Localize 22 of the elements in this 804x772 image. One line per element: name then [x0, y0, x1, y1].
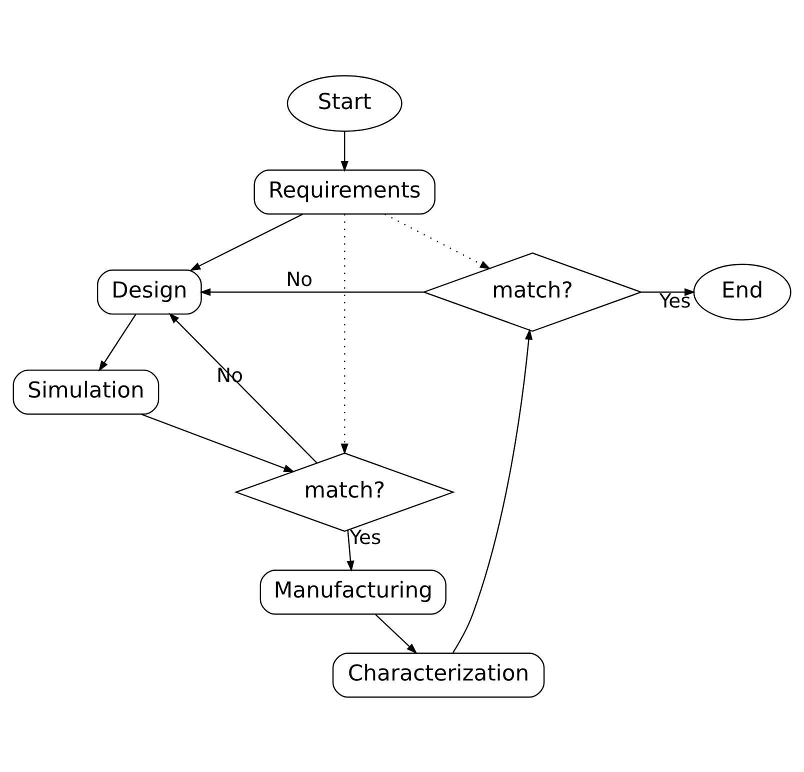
edge-label: Yes	[659, 289, 691, 312]
arrow	[98, 314, 136, 372]
arrow	[384, 213, 491, 269]
node-box: Simulation	[12, 369, 160, 414]
arrow	[200, 288, 424, 296]
arrow	[340, 130, 348, 172]
node-diamond: match?	[422, 252, 643, 332]
arrow	[452, 328, 533, 652]
arrow	[340, 214, 348, 454]
arrow	[190, 213, 303, 270]
node-box: Design	[96, 269, 202, 314]
arrow	[346, 530, 354, 572]
arrow	[641, 288, 696, 296]
edge-label: No	[286, 267, 313, 290]
node-box: Manufacturing	[260, 569, 446, 614]
node-box: Requirements	[254, 169, 436, 214]
arrow	[168, 312, 318, 463]
arrow	[140, 413, 295, 472]
node-box: Characterization	[332, 652, 545, 698]
arrow	[375, 614, 418, 654]
node-ellipse: Start	[286, 74, 402, 132]
node-ellipse: End	[693, 263, 792, 320]
